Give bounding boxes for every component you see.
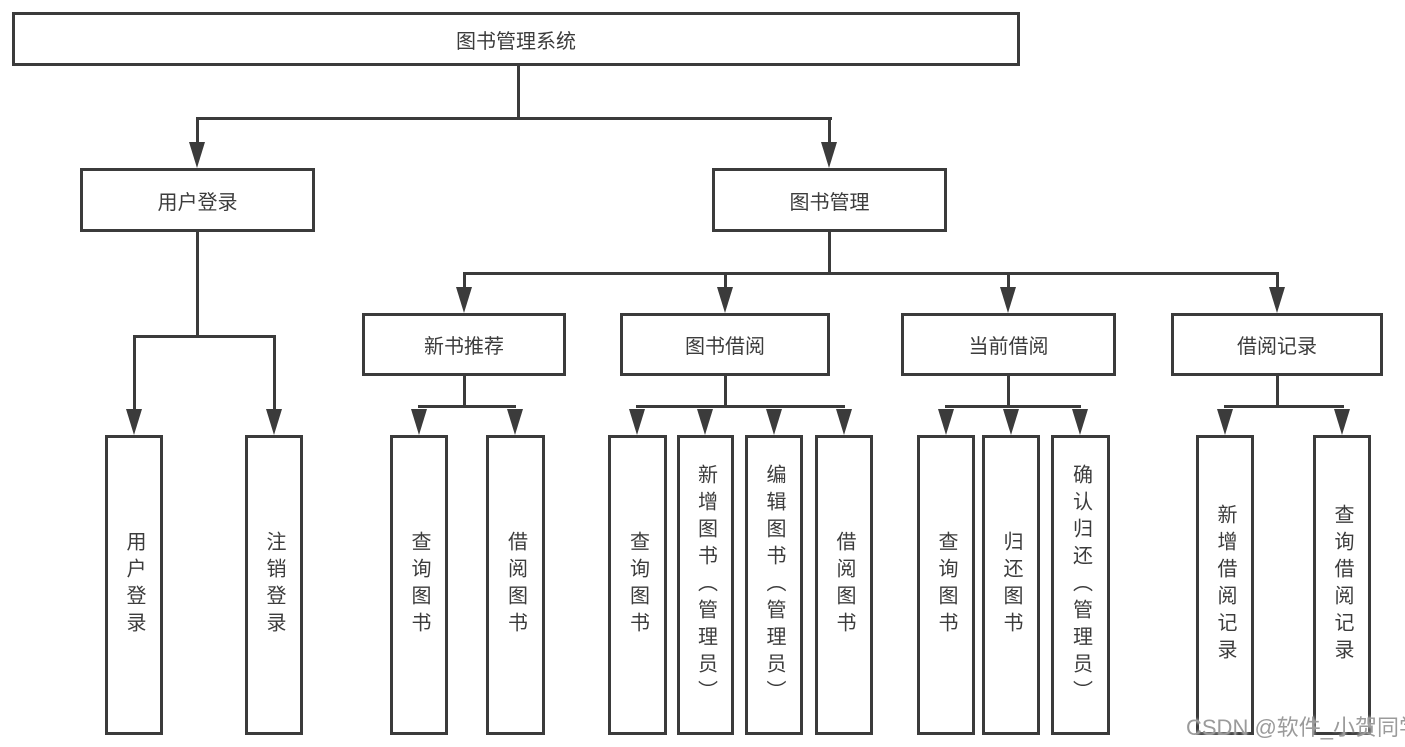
arrowhead-leaf-user-login <box>126 409 142 435</box>
connector-current-stem <box>1007 376 1010 405</box>
watermark: CSDN @软件_小贺同学 <box>1186 715 1405 740</box>
leaf-label: 注销登录 <box>263 531 285 639</box>
node-root: 图书管理系统 <box>12 12 1020 66</box>
node-book-borrow: 图书借阅 <box>620 313 830 376</box>
connector-root-stem <box>517 66 520 120</box>
arrowhead-book-management <box>821 142 837 168</box>
node-label: 新书推荐 <box>424 336 504 358</box>
node-label: 借阅记录 <box>1237 336 1317 358</box>
connector-record-stem <box>1276 376 1279 405</box>
leaf-label: 查询图书 <box>935 531 957 639</box>
connector-borrow-bar <box>636 405 845 408</box>
connector-newrec-bar <box>418 405 516 408</box>
leaf-add-book-admin: 新增图书（管理员） <box>677 435 734 735</box>
leaf-label: 查询图书 <box>626 531 649 639</box>
arrowhead-borrow-book <box>836 409 852 435</box>
connector-root-left-drop <box>196 117 199 145</box>
arrowhead-borrow-book-recommend <box>507 409 523 435</box>
connector-bookmgmt-drop-3 <box>1007 272 1010 290</box>
leaf-label: 新增图书（管理员） <box>694 463 717 707</box>
leaf-add-borrow-record: 新增借阅记录 <box>1196 435 1254 735</box>
arrowhead-book-borrow <box>717 287 733 313</box>
node-book-management: 图书管理 <box>712 168 947 232</box>
node-label: 图书管理 <box>789 191 870 214</box>
leaf-label: 借阅图书 <box>504 531 527 639</box>
connector-borrow-stem <box>724 376 727 405</box>
node-label: 图书借阅 <box>685 336 765 358</box>
connector-bookmgmt-drop-1 <box>463 272 466 290</box>
arrowhead-query-borrow-record <box>1334 409 1350 435</box>
leaf-label: 查询图书 <box>408 531 430 639</box>
connector-userlogin-drop-2 <box>273 335 276 413</box>
connector-bookmgmt-stem <box>828 232 831 272</box>
connector-current-bar <box>945 405 1081 408</box>
connector-bookmgmt-drop-2 <box>724 272 727 290</box>
connector-newrec-stem <box>463 376 466 405</box>
connector-root-bar <box>196 117 832 120</box>
leaf-label: 用户登录 <box>123 531 145 639</box>
arrowhead-return-book <box>1003 409 1019 435</box>
leaf-borrow-book: 借阅图书 <box>815 435 873 735</box>
node-borrow-record: 借阅记录 <box>1171 313 1383 376</box>
connector-userlogin-stem <box>196 232 199 335</box>
node-new-book-recommend: 新书推荐 <box>362 313 566 376</box>
leaf-label: 确认归还（管理员） <box>1069 463 1092 707</box>
node-user-login: 用户登录 <box>80 168 315 232</box>
arrowhead-query-book-recommend <box>411 409 427 435</box>
connector-userlogin-drop-1 <box>133 335 136 413</box>
arrowhead-user-login <box>189 142 205 168</box>
node-label: 当前借阅 <box>968 336 1049 358</box>
leaf-borrow-book-recommend: 借阅图书 <box>486 435 545 735</box>
leaf-label: 新增借阅记录 <box>1214 504 1236 666</box>
leaf-return-book: 归还图书 <box>982 435 1040 735</box>
connector-userlogin-bar <box>133 335 276 338</box>
leaf-label: 借阅图书 <box>833 531 855 639</box>
leaf-label: 编辑图书（管理员） <box>763 463 785 707</box>
arrowhead-edit-book-admin <box>766 409 782 435</box>
arrowhead-add-borrow-record <box>1217 409 1233 435</box>
node-current-borrow: 当前借阅 <box>901 313 1116 376</box>
arrowhead-new-book-recommend <box>456 287 472 313</box>
leaf-query-book-recommend: 查询图书 <box>390 435 448 735</box>
connector-bookmgmt-drop-4 <box>1276 272 1279 290</box>
arrowhead-query-book-current <box>938 409 954 435</box>
leaf-user-login: 用户登录 <box>105 435 163 735</box>
connector-root-right-drop <box>828 117 831 145</box>
arrowhead-leaf-logout <box>266 409 282 435</box>
node-label: 用户登录 <box>157 191 238 214</box>
arrowhead-borrow-record <box>1269 287 1285 313</box>
leaf-query-borrow-record: 查询借阅记录 <box>1313 435 1371 735</box>
leaf-label: 归还图书 <box>1000 531 1022 639</box>
leaf-edit-book-admin: 编辑图书（管理员） <box>745 435 803 735</box>
leaf-query-book-borrow: 查询图书 <box>608 435 667 735</box>
leaf-query-book-current: 查询图书 <box>917 435 975 735</box>
arrowhead-confirm-return-admin <box>1072 409 1088 435</box>
leaf-confirm-return-admin: 确认归还（管理员） <box>1051 435 1110 735</box>
leaf-label: 查询借阅记录 <box>1331 504 1353 666</box>
arrowhead-query-book-borrow <box>629 409 645 435</box>
arrowhead-current-borrow <box>1000 287 1016 313</box>
leaf-logout: 注销登录 <box>245 435 303 735</box>
connector-bookmgmt-bar <box>463 272 1279 275</box>
node-label: 图书管理系统 <box>456 30 576 53</box>
arrowhead-add-book-admin <box>697 409 713 435</box>
connector-record-bar <box>1224 405 1344 408</box>
